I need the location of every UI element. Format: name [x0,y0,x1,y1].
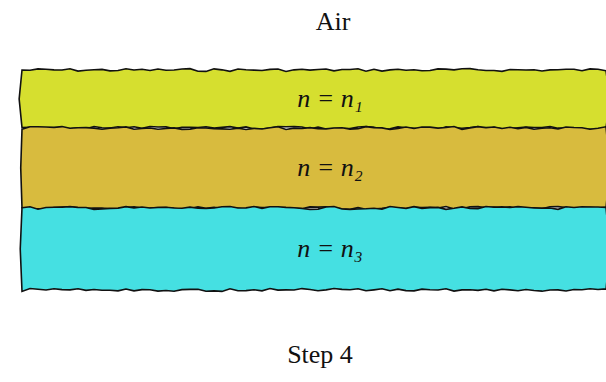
refractive-index: n = n₂ [297,153,363,183]
refractive-index: n = n₁ [297,84,363,114]
step-caption: Step 4 [287,340,353,370]
layer-band: n = n₃ [22,208,606,290]
band-outline [19,69,606,130]
band-outline [20,207,606,292]
layer-band: n = n₂ [22,128,606,208]
band-outline [21,127,606,210]
medium-label: Air [316,7,351,37]
refractive-index: n = n₃ [297,234,363,264]
layer-band: n = n₁ [22,70,606,128]
